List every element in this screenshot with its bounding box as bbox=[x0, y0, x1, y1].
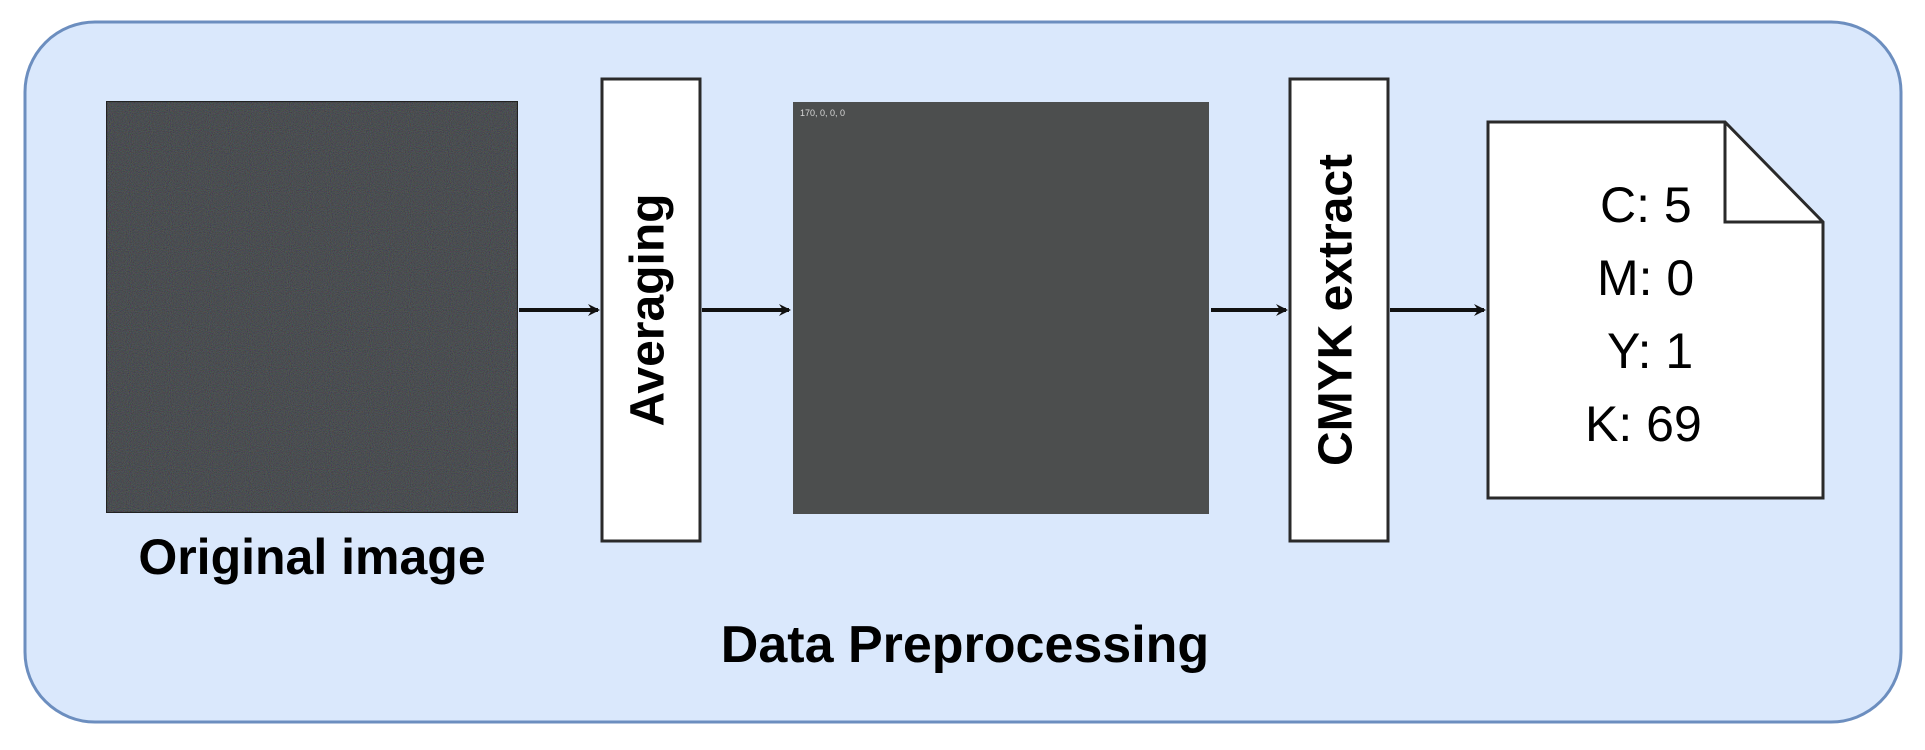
result-y-value: Y: 1 bbox=[1607, 323, 1693, 379]
original-image-label: Original image bbox=[138, 529, 485, 585]
result-m-value: M: 0 bbox=[1597, 250, 1694, 306]
result-document-fold bbox=[1723, 122, 1823, 224]
averaged-image bbox=[793, 102, 1209, 514]
result-document bbox=[1486, 120, 1825, 500]
result-k-value: K: 69 bbox=[1585, 396, 1702, 452]
cmyk-extract-label: CMYK extract bbox=[1310, 154, 1363, 466]
original-image bbox=[106, 101, 518, 513]
panel-title: Data Preprocessing bbox=[721, 616, 1209, 674]
result-c-value: C: 5 bbox=[1600, 177, 1692, 233]
averaged-image-caption: 170, 0, 0, 0 bbox=[800, 108, 845, 118]
averaging-box bbox=[600, 77, 702, 543]
averaging-label: Averaging bbox=[622, 194, 675, 427]
cmyk-extract-box bbox=[1288, 77, 1390, 543]
